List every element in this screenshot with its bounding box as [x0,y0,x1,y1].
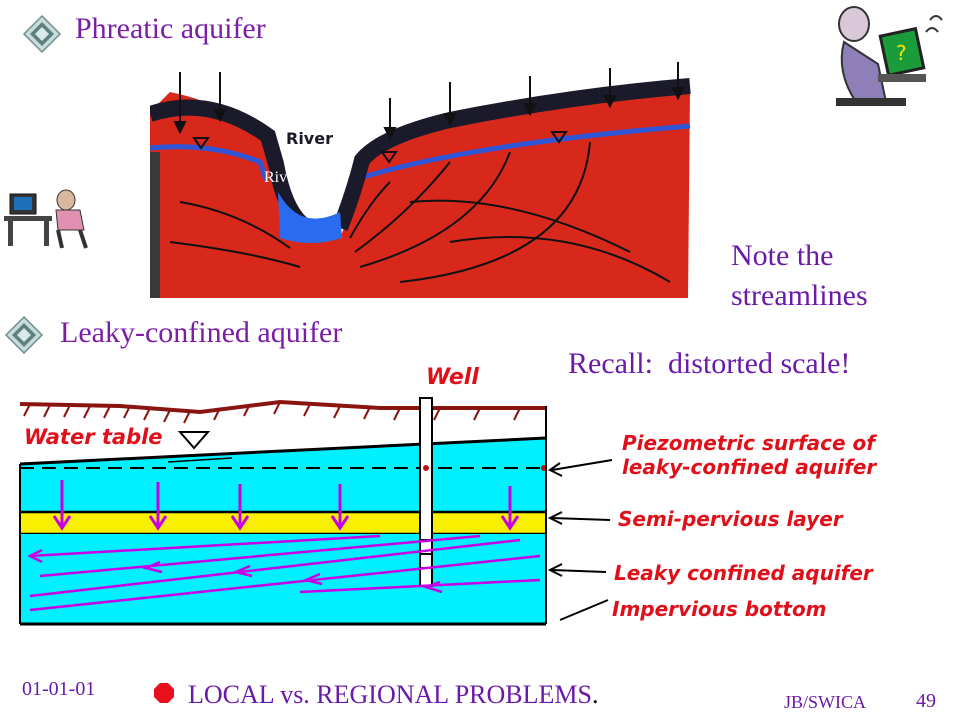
phreatic-title: Phreatic aquifer [75,12,266,45]
leaky-confined-label: Leaky confined aquifer [614,561,874,585]
semi-pervious-label: Semi-pervious layer [618,507,844,531]
cartoon-computer-user-icon [2,186,102,250]
well-label: Well [426,365,479,390]
footer-author: JB/SWICA [784,692,867,712]
footer-date: 01-01-01 [22,678,96,700]
river-label-overlay: River [264,169,300,186]
impervious-label: Impervious bottom [612,597,827,621]
piezometric-label-1: Piezometric surface of [622,431,877,455]
note-streamlines: Note the streamlines [731,236,868,316]
recall-note: Recall: distorted scale! [568,347,851,380]
leaky-aquifer-figure: Well Water table Piezometric surface of … [0,360,960,640]
stop-bullet-icon [153,682,175,704]
note-line-1: Note the [731,239,834,272]
river-label-upper: River [286,129,333,148]
note-line-2: streamlines [731,279,868,312]
footer-main: LOCAL vs. REGIONAL PROBLEMS. [188,680,598,710]
diamond-bullet-icon [4,315,44,355]
footer-page-number: 49 [916,690,936,712]
footer-main-text: LOCAL vs. REGIONAL PROBLEMS [188,680,592,709]
water-table-label: Water table [24,425,163,449]
phreatic-aquifer-figure: River River [147,52,832,298]
piezometric-label-2: leaky-confined aquifer [622,455,877,479]
cartoon-computer-user-icon: ? [826,2,956,114]
leaky-confined-title: Leaky-confined aquifer [60,316,343,349]
diamond-bullet-icon [22,14,62,54]
cartoon-question-mark: ? [896,41,907,65]
footer-period: . [591,680,599,709]
